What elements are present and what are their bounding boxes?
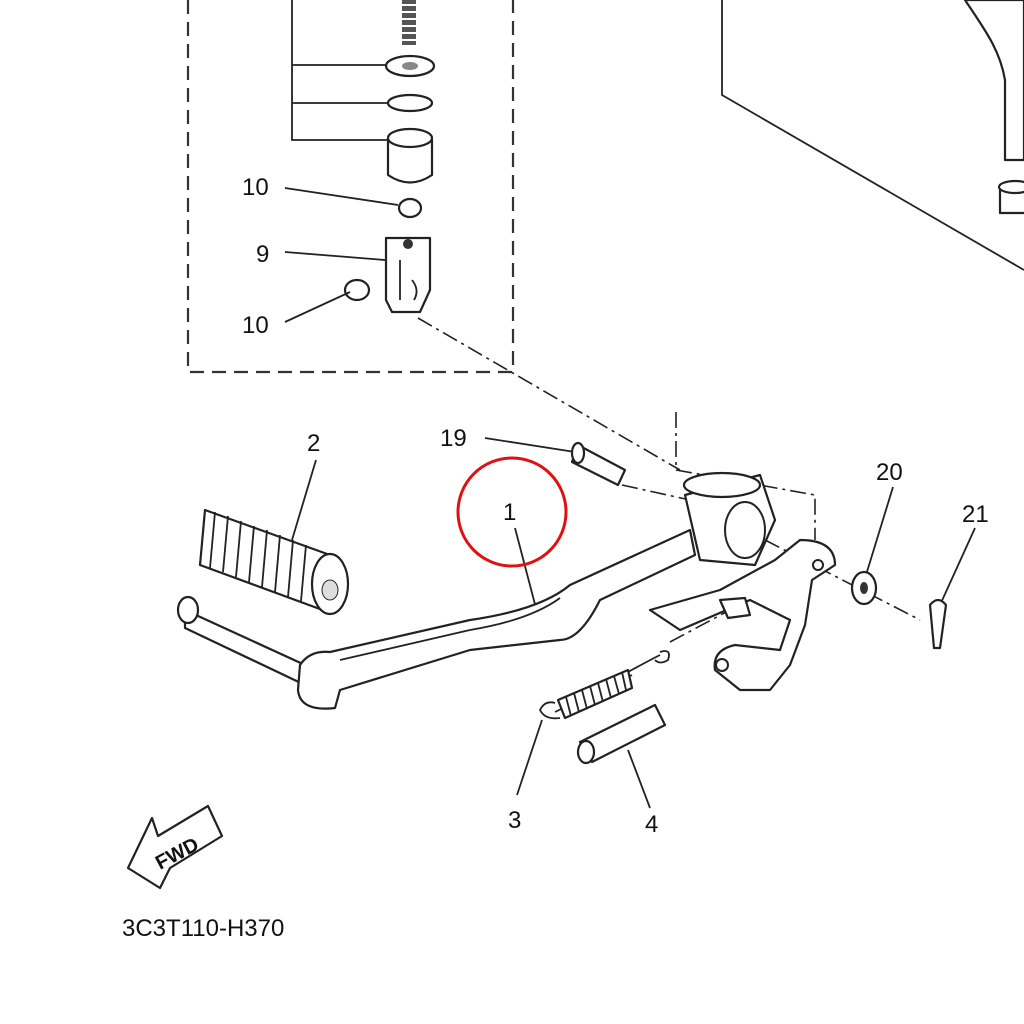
spring-3 — [538, 650, 670, 720]
callout-1: 1 — [503, 499, 516, 526]
detail-box — [186, 0, 515, 374]
group-leader — [291, 0, 390, 141]
nut-10-lower — [343, 278, 371, 302]
callout-19: 19 — [440, 425, 467, 452]
pedal-arm — [648, 538, 837, 692]
footrest-rubber-2 — [198, 508, 350, 616]
sleeve-4 — [576, 703, 667, 765]
callout-9: 9 — [256, 241, 269, 268]
frame-bushing — [997, 179, 1024, 215]
callout-21: 21 — [962, 501, 989, 528]
callout-10-lower: 10 — [242, 312, 269, 339]
frame-outline — [721, 0, 1024, 271]
frame-arm — [963, 0, 1024, 162]
bushing — [386, 127, 434, 184]
brake-pedal-1 — [296, 528, 697, 710]
nut-10-upper — [397, 197, 423, 219]
circlip — [386, 93, 434, 113]
footpeg-shaft — [183, 608, 307, 687]
callout-10-upper: 10 — [242, 174, 269, 201]
clevis-9 — [384, 236, 432, 314]
callout-3: 3 — [508, 807, 521, 834]
washer-20 — [850, 570, 878, 606]
diagram-code: 3C3T110-H370 — [122, 915, 284, 942]
highlight-circle — [456, 456, 568, 568]
cotter-pin-21 — [928, 598, 948, 650]
pedal-boss — [682, 471, 777, 567]
callout-4: 4 — [645, 811, 658, 838]
callout-2: 2 — [307, 430, 320, 457]
fwd-arrow-icon: FWD — [126, 804, 224, 890]
callout-20: 20 — [876, 459, 903, 486]
pin-19 — [570, 441, 627, 487]
adjuster-rod — [402, 0, 416, 45]
